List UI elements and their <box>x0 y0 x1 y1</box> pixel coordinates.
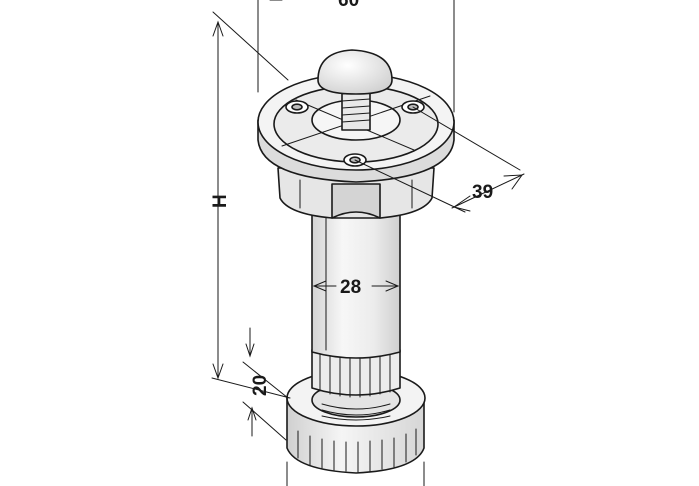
foot-knurling <box>297 428 417 473</box>
ribbed-sleeve <box>311 349 401 398</box>
leg-tube <box>311 211 401 359</box>
dimension-height: H <box>210 11 291 399</box>
dimension-label-hole-circle: 39 <box>472 182 493 203</box>
leveling-leg <box>257 49 455 474</box>
dimension-hole-circle: 39 <box>354 106 525 213</box>
dimension-foot-height: 20 <box>242 327 289 441</box>
adjuster-bolt <box>317 49 393 131</box>
foot-thread <box>321 403 391 421</box>
dimension-label-foot-height: 20 <box>250 375 271 396</box>
dimension-label-height: H <box>210 194 231 208</box>
upper-collar <box>277 167 435 219</box>
dimension-top-width: 60 <box>257 0 455 113</box>
dimension-label-tube-diameter: 28 <box>340 277 361 298</box>
mounting-plate <box>257 73 455 183</box>
dimension-label-top-width: 60 <box>338 0 359 11</box>
dimension-tube-diameter: 28 <box>312 277 400 298</box>
dimension-foot-width-extensions <box>286 461 425 486</box>
